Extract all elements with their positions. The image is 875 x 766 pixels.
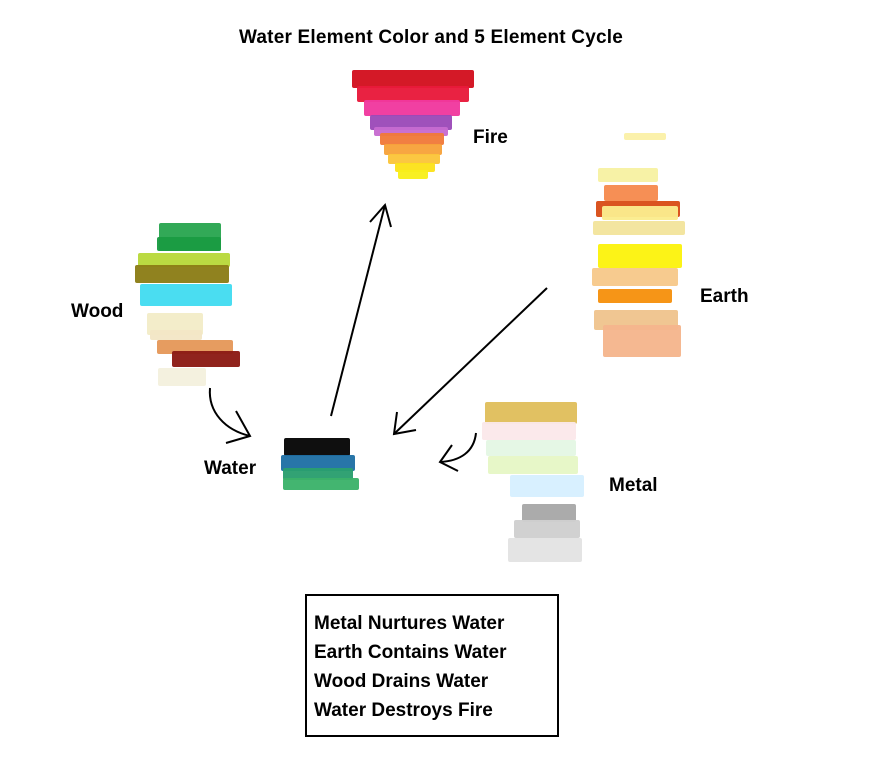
water-label: Water <box>204 458 257 479</box>
fire-color-stroke <box>357 86 469 102</box>
fire-color-stroke <box>352 70 474 88</box>
wood-color-stroke <box>150 330 202 340</box>
wood-color-stroke <box>147 313 203 335</box>
earth-color-stroke <box>624 133 666 140</box>
earth-color-stroke <box>598 168 658 182</box>
earth-color-stroke <box>602 206 678 220</box>
wood-color-stroke <box>135 265 229 283</box>
legend-line-metal: Metal Nurtures Water <box>314 613 505 634</box>
fire-color-stroke <box>370 115 452 130</box>
water-color-stroke <box>284 438 350 456</box>
earth-color-stroke <box>604 185 658 201</box>
metal-color-stroke <box>488 456 578 474</box>
wood-color-stroke <box>138 253 230 267</box>
metal-color-stroke <box>522 504 576 522</box>
water-color-stroke <box>283 478 359 490</box>
wood-color-stroke <box>158 368 206 386</box>
metal-color-stroke <box>486 440 576 456</box>
metal-color-stroke <box>510 475 584 497</box>
fire-color-stroke <box>388 154 440 164</box>
water-color-stroke <box>281 455 355 471</box>
earth-color-stroke <box>603 325 681 357</box>
legend-line-water: Water Destroys Fire <box>314 700 493 721</box>
legend-line-earth: Earth Contains Water <box>314 642 507 663</box>
wood-color-stroke <box>140 284 232 306</box>
earth-color-stroke <box>593 221 685 235</box>
legend-line-wood: Wood Drains Water <box>314 671 489 692</box>
fire-color-stroke <box>374 127 448 136</box>
diagram-title: Water Element Color and 5 Element Cycle <box>238 27 624 48</box>
fire-color-stroke <box>384 144 442 155</box>
fire-color-stroke <box>364 100 460 116</box>
fire-color-stroke <box>380 133 444 145</box>
wood-color-stroke <box>157 340 233 354</box>
fire-color-stroke <box>398 170 428 179</box>
metal-color-stroke <box>485 402 577 424</box>
fire-label: Fire <box>473 127 508 148</box>
earth-color-stroke <box>598 289 672 303</box>
metal-label: Metal <box>609 475 658 496</box>
metal-color-stroke <box>508 538 582 562</box>
earth-label: Earth <box>700 286 749 307</box>
wood-label: Wood <box>71 301 124 322</box>
wood-color-stroke <box>157 237 221 251</box>
relationships-legend: Metal Nurtures Water Earth Contains Wate… <box>305 594 559 737</box>
earth-color-stroke <box>598 244 682 268</box>
fire-color-stroke <box>395 163 435 172</box>
metal-color-stroke <box>482 422 576 440</box>
metal-color-stroke <box>514 520 580 538</box>
water-color-stroke <box>283 468 353 480</box>
wood-color-stroke <box>172 351 240 367</box>
earth-color-stroke <box>592 268 678 286</box>
